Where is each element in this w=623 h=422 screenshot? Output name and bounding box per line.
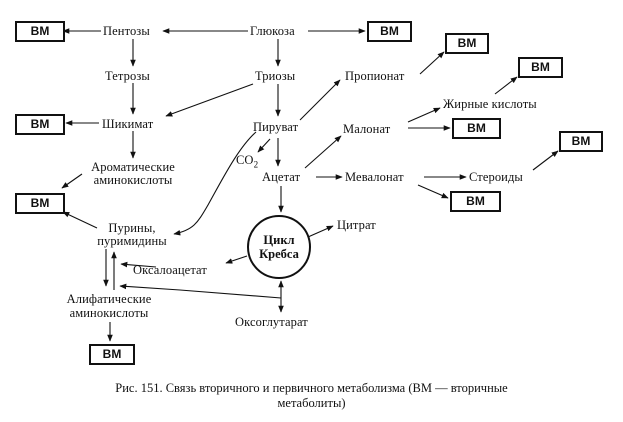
- node-citrate: Цитрат: [337, 218, 376, 232]
- arrow-fatty-vm: [494, 76, 518, 95]
- node-oxoglutarate: Оксоглутарат: [235, 315, 308, 329]
- vm-box-propionate: ВМ: [445, 33, 489, 54]
- node-acetate: Ацетат: [262, 170, 301, 184]
- node-pentoses: Пентозы: [103, 24, 150, 38]
- node-trioses: Триозы: [255, 69, 296, 83]
- vm-box-aliphatic: ВМ: [89, 344, 135, 365]
- arrow-malonate-fatty: [407, 107, 441, 123]
- node-purines-line2: пуримидины: [97, 234, 167, 248]
- krebs-cycle-node: Цикл Кребса: [247, 215, 311, 279]
- arrow-pyruvate-co2: [257, 138, 271, 153]
- vm-box-steroids: ВМ: [559, 131, 603, 152]
- arrow-purines-vm: [62, 211, 98, 229]
- node-pyruvate: Пируват: [253, 120, 299, 134]
- node-fatty-acids: Жирные кислоты: [443, 97, 537, 111]
- vm-box-malonate: ВМ: [452, 118, 501, 139]
- arrow-propionate-vm: [419, 51, 445, 75]
- arrow-steroids-vm: [532, 150, 559, 171]
- vm-box-fatty-acids: ВМ: [518, 57, 563, 78]
- node-purines-line1: Пурины,: [108, 221, 156, 235]
- arrow-trioses-shikimate: [165, 83, 254, 117]
- arrow-pyruvate-purines: [173, 131, 257, 236]
- caption-line2: метаболиты): [277, 396, 346, 410]
- node-malonate: Малонат: [343, 122, 391, 136]
- node-tetroses: Тетрозы: [105, 69, 150, 83]
- figure-caption: Рис. 151. Связь вторичного и первичного …: [0, 381, 623, 411]
- node-glucose: Глюкоза: [250, 24, 295, 38]
- caption-line1: Рис. 151. Связь вторичного и первичного …: [115, 381, 508, 395]
- node-propionate: Пропионат: [345, 69, 405, 83]
- node-shikimate: Шикимат: [102, 117, 154, 131]
- node-aromatic-line2: аминокислоты: [93, 173, 173, 187]
- node-aromatic-line1: Ароматические: [91, 160, 175, 174]
- node-aliphatic-line2: аминокислоты: [69, 306, 149, 320]
- vm-box-shikimate: ВМ: [15, 114, 65, 135]
- node-aliphatic-line1: Алифатические: [66, 292, 152, 306]
- arrow-oxaloacetate-purines: [120, 261, 157, 268]
- node-mevalonate: Мевалонат: [345, 170, 404, 184]
- node-oxaloacetate: Оксалоацетат: [133, 263, 207, 277]
- vm-box-mevalonate: ВМ: [450, 191, 501, 212]
- node-co2: CO2: [236, 153, 258, 172]
- vm-box-aromatic: ВМ: [15, 193, 65, 214]
- arrow-mevalonate-vm: [417, 184, 449, 199]
- arrow-acetate-malonate: [304, 135, 342, 169]
- arrow-krebs-oxaloacetate: [225, 255, 248, 264]
- co2-subscript: 2: [253, 159, 259, 170]
- arrow-krebs-citrate: [307, 225, 334, 238]
- arrow-aromatic-vm: [61, 173, 83, 189]
- krebs-line2: Кребса: [259, 247, 299, 261]
- vm-box-glucose: ВМ: [367, 21, 412, 42]
- krebs-line1: Цикл: [263, 233, 295, 247]
- vm-box-pentoses: ВМ: [15, 21, 65, 42]
- arrow-pyruvate-propionate: [299, 79, 341, 121]
- co2-base: CO: [236, 153, 254, 167]
- connector-aliphatic-oxoglutarate: [119, 283, 282, 299]
- node-steroids: Стероиды: [469, 170, 523, 184]
